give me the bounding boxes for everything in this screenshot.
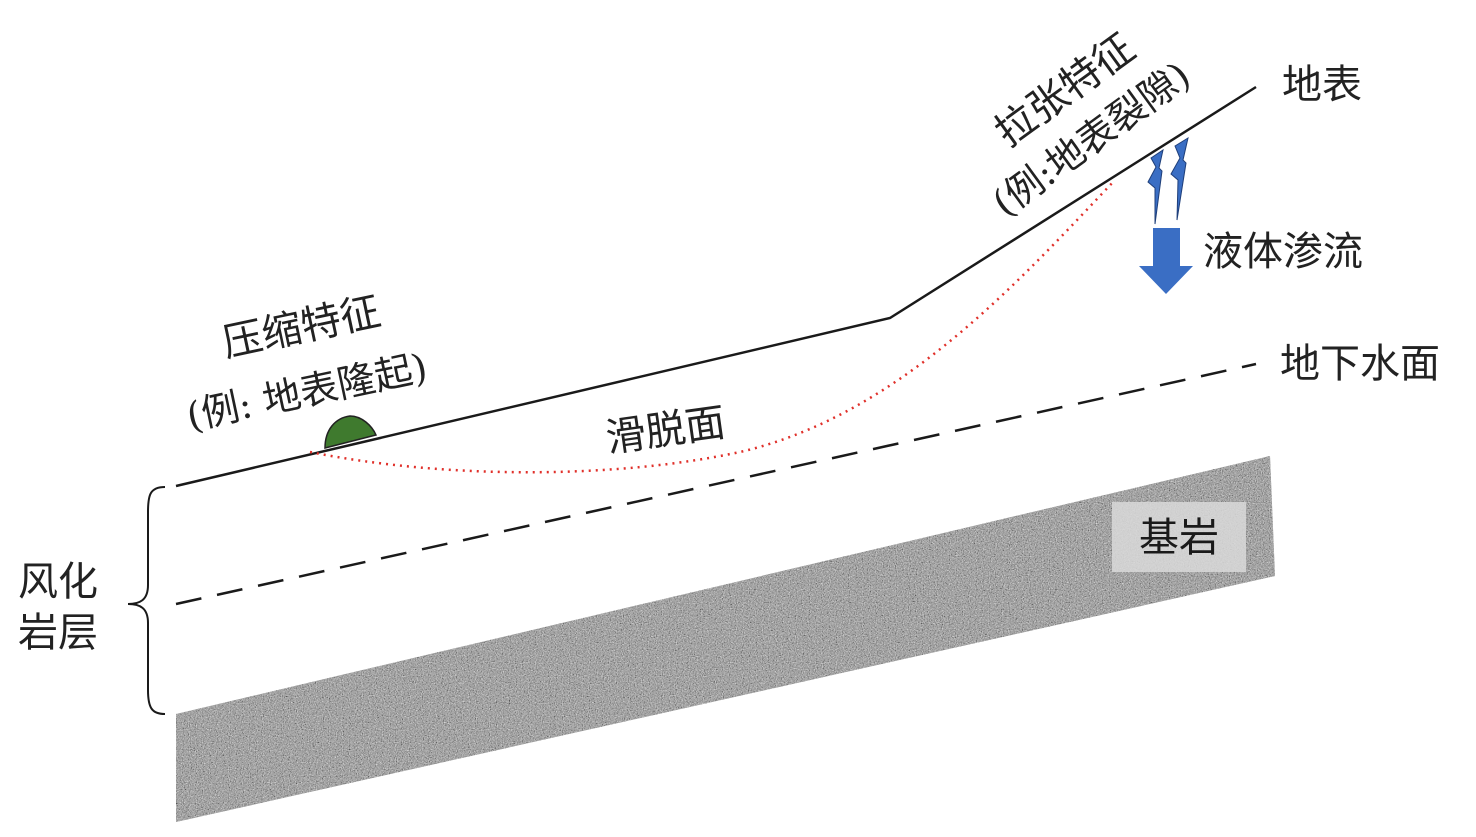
- bedrock-block: 基岩: [176, 456, 1275, 822]
- compression-feature-title: 压缩特征: [219, 289, 385, 367]
- ground-uplift-mound-icon: [324, 415, 378, 449]
- down-arrow-icon: [1139, 228, 1193, 294]
- weathered-layer-brace: [127, 486, 166, 715]
- ground-surface-line: [175, 85, 1257, 488]
- groundwater-table-line: [175, 362, 1257, 606]
- surface-cracks: [1147, 136, 1189, 225]
- bedrock-label: 基岩: [1139, 515, 1219, 561]
- groundwater-table-label: 地下水面: [1280, 341, 1440, 387]
- lightning-crack-icon: [1147, 148, 1164, 225]
- bedrock-label-bg: [1112, 502, 1246, 572]
- weathered-layer-label-line1: 风化: [18, 559, 98, 605]
- compression-feature-example: (例: 地表隆起): [183, 345, 431, 439]
- slip-surface-curve: [309, 179, 1116, 474]
- ground-surface-label: 地表: [1282, 62, 1362, 108]
- slip-surface-label: 滑脱面: [603, 400, 728, 462]
- weathered-layer-label-line2: 岩层: [18, 610, 98, 656]
- lightning-crack-icon: [1170, 136, 1189, 221]
- bedrock-texture: [176, 456, 1275, 822]
- fluid-seepage-label: 液体渗流: [1203, 229, 1363, 275]
